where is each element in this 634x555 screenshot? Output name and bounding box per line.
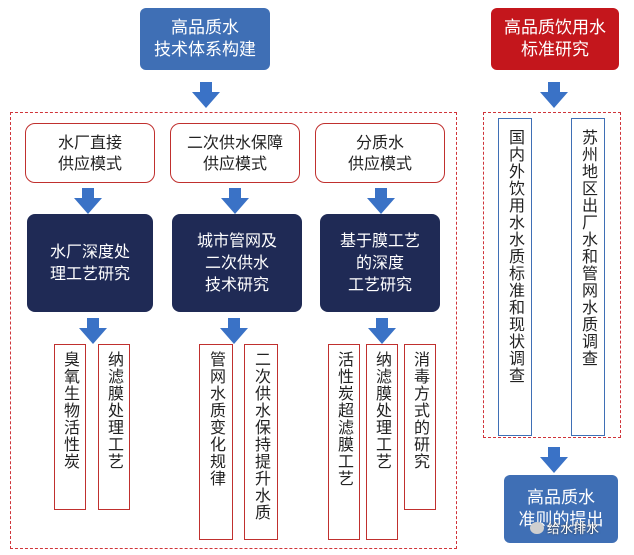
detail-label: 消毒方式的研究 <box>411 351 430 470</box>
standards-box-suzhou: 苏州地区出厂水和管网水质调查 <box>571 118 605 436</box>
arrow-down-icon <box>540 82 568 108</box>
arrow-down-icon <box>74 188 102 214</box>
detail-box-ozone: 臭氧生物活性炭 <box>54 344 86 510</box>
standards-label: 国内外饮用水水质标准和现状调查 <box>506 129 525 384</box>
arrow-down-icon <box>220 318 248 344</box>
detail-box-nanofiltration: 纳滤膜处理工艺 <box>98 344 130 510</box>
detail-label: 活性炭超滤膜工艺 <box>335 351 354 487</box>
arrow-down-icon <box>79 318 107 344</box>
detail-box-disinfection: 消毒方式的研究 <box>404 344 436 510</box>
mode-box-secondary: 二次供水保障 供应模式 <box>170 123 300 183</box>
mode-box-direct: 水厂直接 供应模式 <box>25 123 155 183</box>
detail-label: 臭氧生物活性炭 <box>61 351 80 470</box>
research-box-network: 城市管网及 二次供水 技术研究 <box>172 214 302 312</box>
watermark: 给水排水 <box>530 518 599 537</box>
standards-box-domestic-foreign: 国内外饮用水水质标准和现状调查 <box>498 118 532 436</box>
detail-label: 纳滤膜处理工艺 <box>105 351 124 470</box>
arrow-down-icon <box>368 318 396 344</box>
arrow-down-icon <box>221 188 249 214</box>
detail-box-nanofiltration-2: 纳滤膜处理工艺 <box>366 344 398 540</box>
watermark-text: 给水排水 <box>547 522 600 537</box>
detail-label: 二次供水保持提升水质 <box>252 351 271 521</box>
detail-box-carbon-uf: 活性炭超滤膜工艺 <box>328 344 360 540</box>
result-box: 高品质水 准则的提出 <box>504 475 618 543</box>
arrow-down-icon <box>192 82 220 108</box>
arrow-down-icon <box>367 188 395 214</box>
left-title-box: 高品质水 技术体系构建 <box>140 8 270 70</box>
wechat-icon <box>530 521 544 534</box>
standards-label: 苏州地区出厂水和管网水质调查 <box>579 129 598 367</box>
research-box-membrane: 基于膜工艺 的深度 工艺研究 <box>320 214 440 312</box>
techsystem-group <box>10 112 457 549</box>
detail-label: 管网水质变化规律 <box>207 351 226 487</box>
mode-box-quality: 分质水 供应模式 <box>315 123 445 183</box>
detail-box-secondary-supply: 二次供水保持提升水质 <box>244 344 278 540</box>
right-title-box: 高品质饮用水 标准研究 <box>491 8 619 70</box>
research-box-treatment: 水厂深度处 理工艺研究 <box>27 214 153 312</box>
standards-group <box>483 112 621 438</box>
detail-box-network-quality: 管网水质变化规律 <box>199 344 233 540</box>
detail-label: 纳滤膜处理工艺 <box>373 351 392 470</box>
arrow-down-icon <box>540 447 568 473</box>
